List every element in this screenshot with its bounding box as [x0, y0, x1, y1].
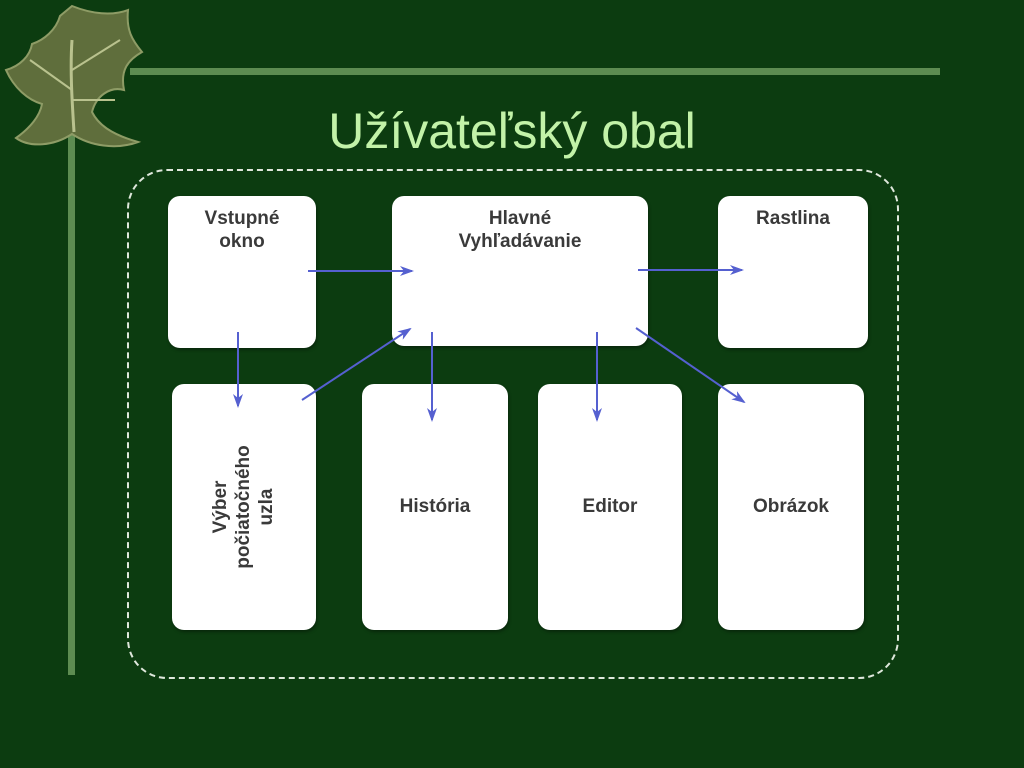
node-vstupne-okno: Vstupné okno [168, 196, 316, 348]
node-editor-label: Editor [582, 495, 638, 517]
arrow-vyber-to-hlavne [301, 327, 412, 401]
arrow-hlavne-to-obrazok [635, 327, 746, 404]
node-rastlina-label: Rastlina [756, 208, 830, 229]
node-historia-label: História [399, 495, 471, 517]
node-editor: Editor [538, 384, 682, 630]
diagram-frame [127, 169, 899, 679]
left-rule [68, 120, 75, 675]
node-historia: História [362, 384, 508, 630]
node-hlavne-vyhladavanie: Hlavné Vyhľadávanie [392, 196, 648, 346]
node-vstupne-okno-label: Vstupné okno [204, 208, 280, 252]
node-obrazok: Obrázok [718, 384, 864, 630]
node-obrazok-label: Obrázok [752, 495, 830, 517]
node-vyber-uzla: Výber počiatočného uzla [172, 384, 316, 630]
top-rule [130, 68, 940, 75]
ivy-leaf-icon [4, 4, 144, 148]
slide-title: Užívateľský obal [328, 103, 696, 159]
node-hlavne-vyhladavanie-label: Hlavné Vyhľadávanie [458, 208, 582, 252]
